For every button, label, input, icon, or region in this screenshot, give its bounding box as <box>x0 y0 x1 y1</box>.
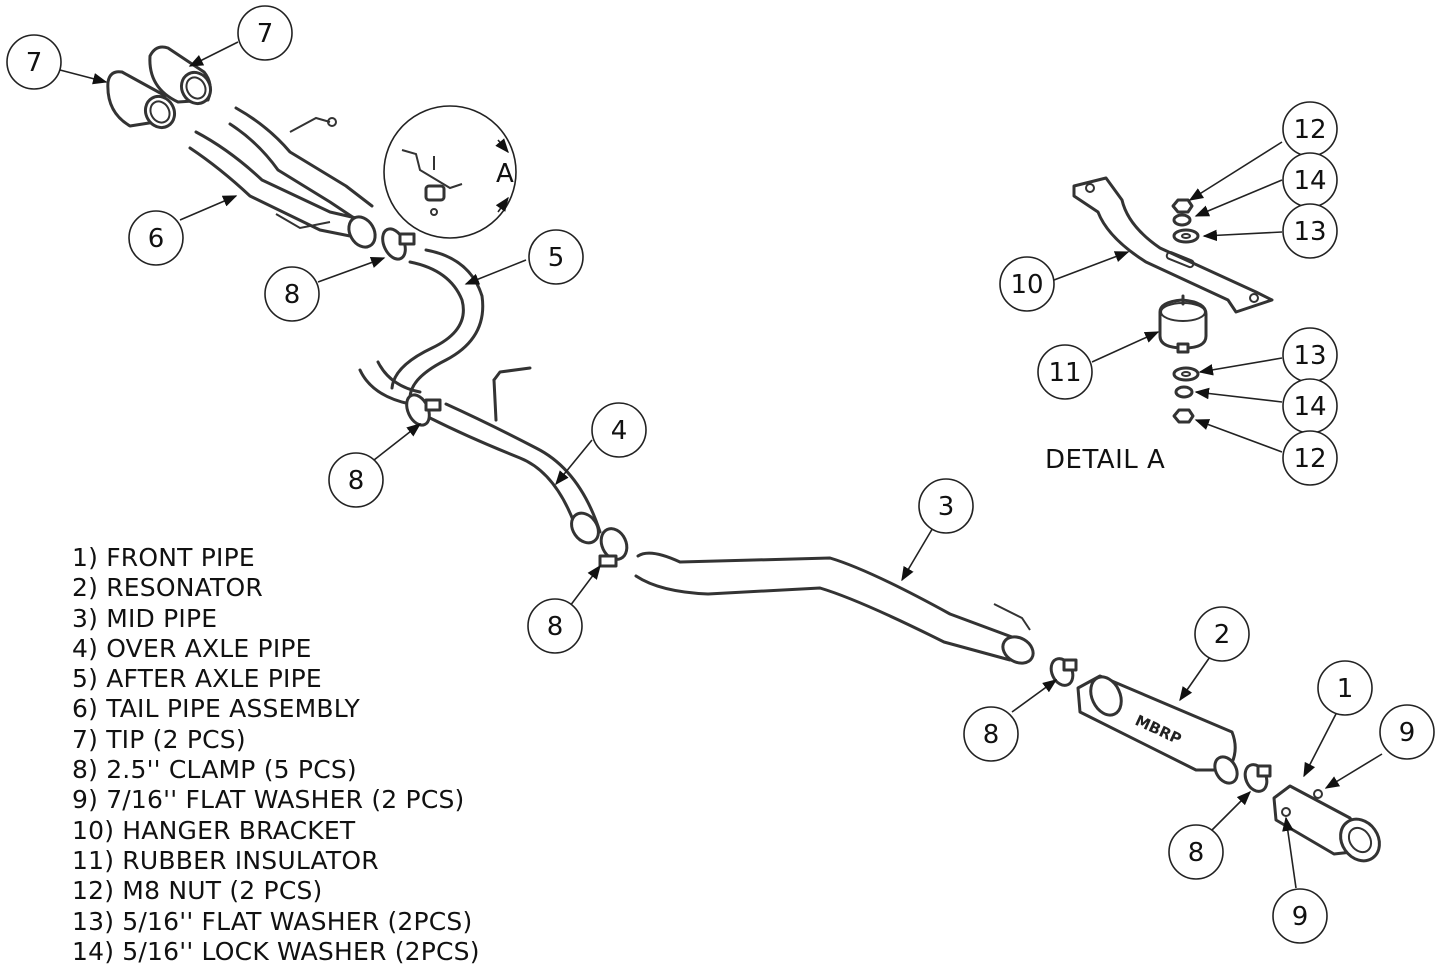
callout-bubble: 7 <box>6 34 62 90</box>
callout-bubble: 12 <box>1282 430 1338 486</box>
nut-part <box>1171 198 1194 214</box>
over-axle-pipe-part <box>428 366 602 545</box>
callout-bubble: 5 <box>528 229 584 285</box>
callout-number: 12 <box>1293 115 1326 145</box>
callout-number: 3 <box>938 492 955 522</box>
callout-number: 4 <box>611 416 628 446</box>
parts-list-item: 1) FRONT PIPE <box>72 543 255 572</box>
callout-number: 5 <box>548 243 565 273</box>
rubber-insulator-part <box>1158 294 1208 354</box>
parts-list-item: 12) M8 NUT (2 PCS) <box>72 876 323 906</box>
tip-part-right <box>148 45 213 106</box>
callout-number: 8 <box>284 280 301 310</box>
callout-number: 8 <box>983 720 1000 750</box>
callout-number: 7 <box>26 48 43 78</box>
detail-a-label: DETAIL A <box>1045 445 1166 475</box>
callout-number: 8 <box>1188 838 1205 868</box>
callout-bubble: 6 <box>128 210 184 266</box>
callout-bubble: 8 <box>963 706 1019 762</box>
callout-bubble: 11 <box>1037 344 1093 400</box>
callout-number: 7 <box>257 19 274 49</box>
callout-bubble: 13 <box>1282 203 1338 259</box>
clamp-part <box>1243 763 1272 793</box>
callout-number: 11 <box>1048 358 1081 388</box>
callout-bubble: 14 <box>1282 378 1338 434</box>
tail-pipe-assembly-part <box>188 106 377 249</box>
tip-part-left <box>106 70 177 130</box>
callout-bubble: 8 <box>264 266 320 322</box>
parts-list-item: 11) RUBBER INSULATOR <box>72 845 379 875</box>
callout-bubble: 2 <box>1194 606 1250 662</box>
callout-number: 14 <box>1293 392 1326 422</box>
callout-bubbles: 7 7 6 5 8 8 4 3 8 8 2 1 9 8 9 12 14 13 1… <box>6 5 1435 944</box>
callout-bubble: 8 <box>328 452 384 508</box>
callout-number: 10 <box>1010 270 1043 300</box>
resonator-part: MBRP <box>1076 674 1239 785</box>
lock-washer-part <box>1172 213 1192 227</box>
callout-number: 13 <box>1293 217 1326 247</box>
parts-list-item: 13) 5/16'' FLAT WASHER (2PCS) <box>72 906 473 936</box>
mid-pipe-part <box>634 551 1035 665</box>
callout-bubble: 14 <box>1282 152 1338 208</box>
parts-list-item: 10) HANGER BRACKET <box>72 815 356 845</box>
flat-washer-part <box>1172 228 1200 244</box>
detail-marker-label: A <box>496 159 514 189</box>
clamp-part <box>381 227 416 261</box>
parts-list-item: 5) AFTER AXLE PIPE <box>72 664 322 694</box>
callout-bubble: 9 <box>1379 704 1435 760</box>
nut-part <box>1172 408 1195 424</box>
flat-washer-part <box>1172 366 1200 382</box>
callout-bubble: 4 <box>591 402 647 458</box>
callout-number: 14 <box>1293 166 1326 196</box>
parts-list: 1) FRONT PIPE 2) RESONATOR 3) MID PIPE 4… <box>72 543 480 967</box>
parts-list-item: 9) 7/16'' FLAT WASHER (2 PCS) <box>72 785 465 815</box>
parts-list-item: 2) RESONATOR <box>72 573 263 603</box>
callout-bubble: 1 <box>1317 660 1373 716</box>
callout-number: 12 <box>1293 444 1326 474</box>
callout-bubble: 12 <box>1282 101 1338 157</box>
callout-bubble: 3 <box>918 478 974 534</box>
parts-list-item: 14) 5/16'' LOCK WASHER (2PCS) <box>72 936 480 966</box>
callout-number: 13 <box>1293 341 1326 371</box>
clamp-part <box>598 527 629 568</box>
parts-list-item: 4) OVER AXLE PIPE <box>72 633 312 663</box>
callout-bubble: 8 <box>1168 824 1224 880</box>
callout-number: 9 <box>1292 902 1309 932</box>
parts-list-item: 3) MID PIPE <box>72 603 218 633</box>
leader-lines <box>59 41 1383 889</box>
clamp-part <box>1049 657 1078 687</box>
detail-a-hardware <box>1072 176 1274 424</box>
callout-number: 8 <box>348 466 365 496</box>
after-axle-pipe-part <box>358 248 485 406</box>
callout-number: 8 <box>547 612 564 642</box>
callout-bubble: 8 <box>527 598 583 654</box>
parts-list-item: 8) 2.5'' CLAMP (5 PCS) <box>72 755 357 785</box>
clamps <box>381 227 1272 793</box>
front-pipe-part <box>1272 784 1381 863</box>
callout-bubble: 7 <box>237 5 293 61</box>
clamp-part <box>405 393 442 427</box>
callout-number: 2 <box>1214 620 1231 650</box>
lock-washer-part <box>1174 385 1194 399</box>
callout-bubble: 13 <box>1282 327 1338 383</box>
parts-list-item: 6) TAIL PIPE ASSEMBLY <box>72 694 360 724</box>
callout-number: 1 <box>1337 674 1354 704</box>
callout-bubble: 9 <box>1272 888 1328 944</box>
callout-number: 9 <box>1399 718 1416 748</box>
parts-list-item: 7) TIP (2 PCS) <box>72 724 246 754</box>
detail-a-bubble: A <box>383 105 517 239</box>
callout-bubble: 10 <box>999 256 1055 312</box>
callout-number: 6 <box>148 224 165 254</box>
